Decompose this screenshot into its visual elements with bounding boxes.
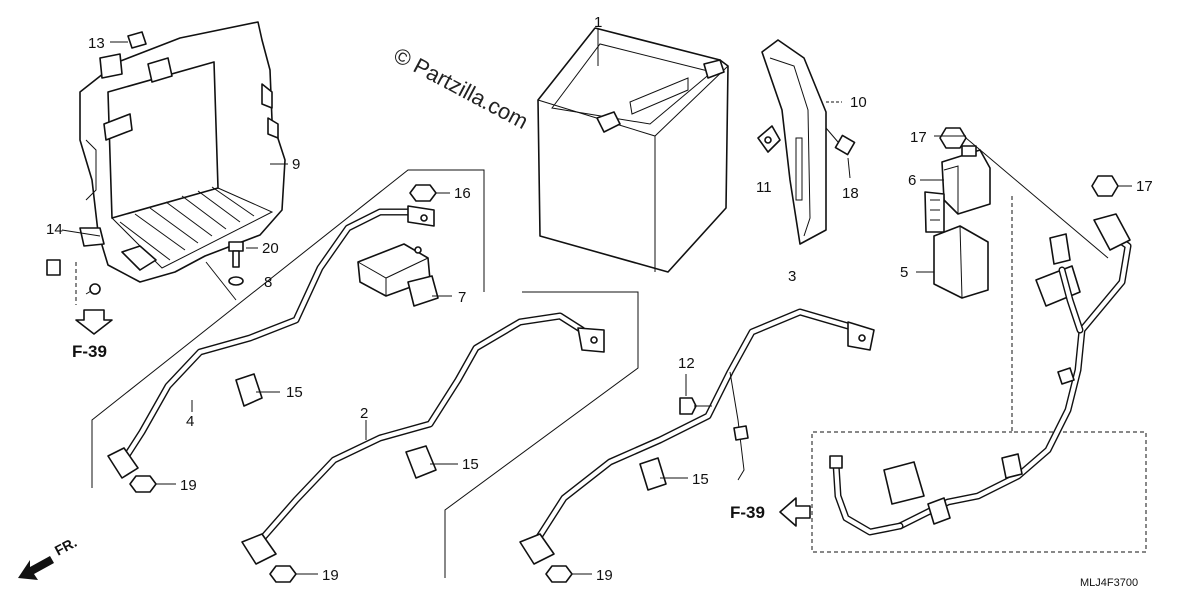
callout-7: 7 [458,289,466,306]
group-boundaries [91,169,1147,578]
callout-14: 14 [46,221,63,238]
clip-15b [405,445,437,479]
diagram-code: MLJ4F3700 [1080,577,1138,589]
ref-label-left: F-39 [72,342,107,361]
battery-cable-3 [519,308,875,565]
callout-20: 20 [262,240,279,257]
fuse-box-7 [357,243,452,307]
callout-17b: 17 [1136,178,1153,195]
callout-15c: 15 [692,471,709,488]
clip-15c [639,457,667,491]
callout-3: 3 [788,268,796,285]
callout-19c: 19 [596,567,613,584]
callout-12: 12 [678,355,695,372]
nut-17b [1091,175,1119,197]
callout-10: 10 [850,94,867,111]
ref-arrow-left [75,309,113,335]
callout-9: 9 [292,156,300,173]
bolt-19c [545,565,573,583]
bolt-12 [679,374,712,415]
callout-11: 11 [756,179,772,196]
bolt-20 [228,241,244,268]
callout-15a: 15 [286,384,303,401]
watermark-text: © Partzilla.com [390,42,533,134]
rubber-pad-11 [757,125,781,153]
callout-1: 1 [594,14,602,31]
callout-15b: 15 [462,456,479,473]
callout-19b: 19 [322,567,339,584]
nut-clip-14 [46,229,101,276]
wire-harness [829,213,1132,536]
leader-lines [156,135,1132,575]
nut-16 [409,184,450,202]
bolt-19a [129,475,157,493]
front-direction-arrow [18,556,54,580]
battery-cable-2 [241,312,605,565]
screw-small [75,262,101,305]
washer-8 [205,261,244,301]
ref-label-right: F-39 [730,503,765,522]
clip-13 [110,31,147,49]
nut-17a [939,127,1109,259]
callout-18: 18 [842,185,859,202]
direction-label: FR. [52,534,79,559]
relay-cover [916,225,989,299]
battery-cable-4 [107,205,435,479]
callout-19a: 19 [180,477,197,494]
callout-4: 4 [186,413,194,430]
bolt-18 [825,127,856,179]
starter-relay [920,145,991,233]
callout-8: 8 [264,274,272,291]
clip-15a [235,373,263,407]
callout-13: 13 [88,35,105,52]
callout-17a: 17 [910,129,927,146]
ref-arrow-right [779,497,811,527]
battery-band [761,39,842,245]
callout-6: 6 [908,172,916,189]
bolt-19b [269,565,297,583]
callout-16: 16 [454,185,471,202]
battery [537,27,729,273]
callout-2: 2 [360,405,368,422]
battery-box [79,21,286,283]
callout-5: 5 [900,264,908,281]
